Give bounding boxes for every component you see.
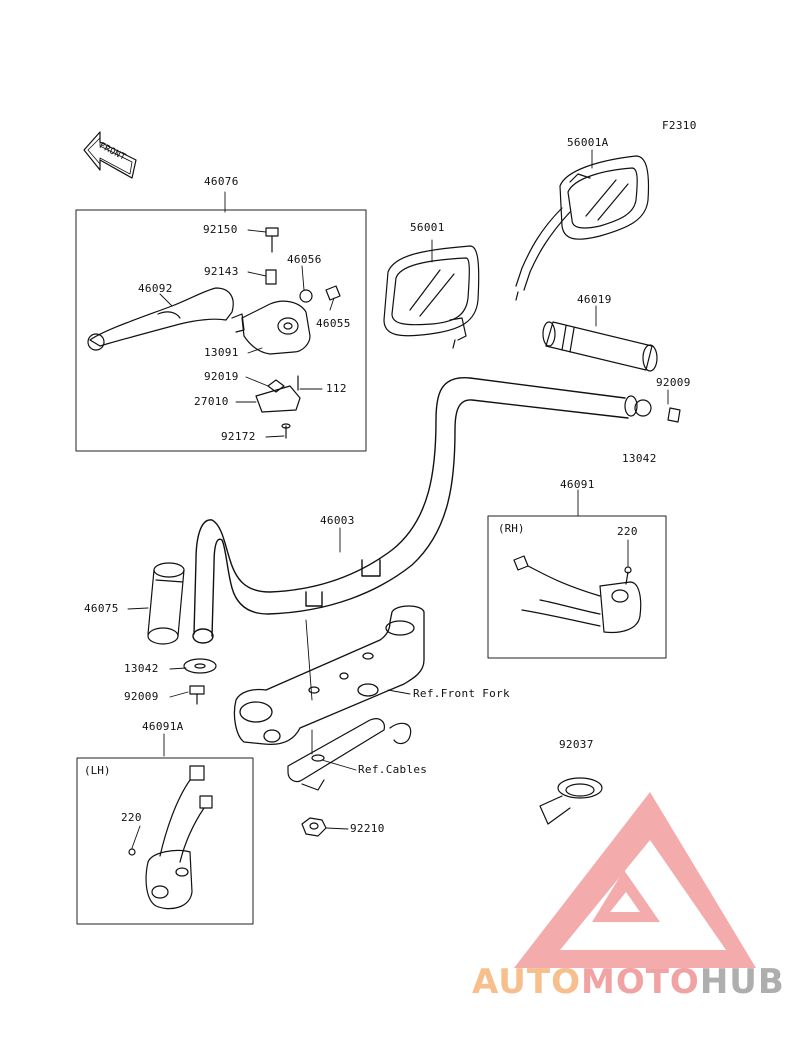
ref-cables: Ref.Cables (358, 763, 428, 776)
part-92037: 92037 (559, 738, 594, 751)
cable-bracket-part (287, 718, 412, 791)
right-switch-part (513, 555, 642, 634)
part-46019: 46019 (577, 293, 612, 306)
top-bridge-part (233, 605, 425, 746)
left-switch-part (128, 765, 213, 910)
clutch-lever-part (87, 287, 234, 351)
right-switch-box (487, 515, 667, 659)
part-92019: 92019 (204, 370, 239, 383)
part-46091: 46091 (560, 478, 595, 491)
left-switch-box (76, 757, 254, 925)
right-grip-part (542, 321, 658, 372)
handlebar-part (192, 377, 629, 644)
rh-tag: (RH) (498, 522, 525, 535)
nut-part (301, 817, 327, 837)
part-92150: 92150 (203, 223, 238, 236)
part-13042-right: 13042 (622, 452, 657, 465)
watermark-part-2: MOTO (580, 962, 700, 1002)
part-92009-left: 92009 (124, 690, 159, 703)
part-92143: 92143 (204, 265, 239, 278)
part-92172: 92172 (221, 430, 256, 443)
watermark-part-1: AUTO (472, 962, 581, 1002)
part-112: 112 (326, 382, 347, 395)
part-27010: 27010 (194, 395, 229, 408)
leader-lines (127, 149, 669, 849)
part-220-right: 220 (617, 525, 638, 538)
left-mirror-part (383, 245, 480, 349)
right-end-weight (624, 395, 681, 423)
lever-holder-part (231, 300, 311, 355)
part-92210: 92210 (350, 822, 385, 835)
part-46055: 46055 (316, 317, 351, 330)
part-46003: 46003 (320, 514, 355, 527)
right-mirror-part (515, 155, 650, 301)
figure-code: F2310 (662, 119, 697, 132)
ref-front-fork: Ref.Front Fork (413, 687, 510, 700)
part-220-left: 220 (121, 811, 142, 824)
part-46091a: 46091A (142, 720, 184, 733)
front-arrow-icon (83, 131, 137, 179)
part-92009-right: 92009 (656, 376, 691, 389)
part-46092: 46092 (138, 282, 173, 295)
cable-clamp-part (539, 777, 603, 825)
part-46075: 46075 (84, 602, 119, 615)
watermark-wordmark: AUTOMOTOHUB (472, 962, 785, 1002)
part-46076: 46076 (204, 175, 239, 188)
clutch-lever-box (75, 209, 367, 452)
part-56001: 56001 (410, 221, 445, 234)
left-grip-part (147, 562, 185, 645)
lever-small-parts (255, 227, 341, 439)
part-56001a: 56001A (567, 136, 609, 149)
part-13091: 13091 (204, 346, 239, 359)
watermark-logo-icon (514, 792, 756, 968)
part-46056: 46056 (287, 253, 322, 266)
watermark-part-3: HUB (699, 962, 785, 1002)
left-end-weight (183, 658, 217, 705)
part-13042-left: 13042 (124, 662, 159, 675)
lh-tag: (LH) (84, 764, 111, 777)
